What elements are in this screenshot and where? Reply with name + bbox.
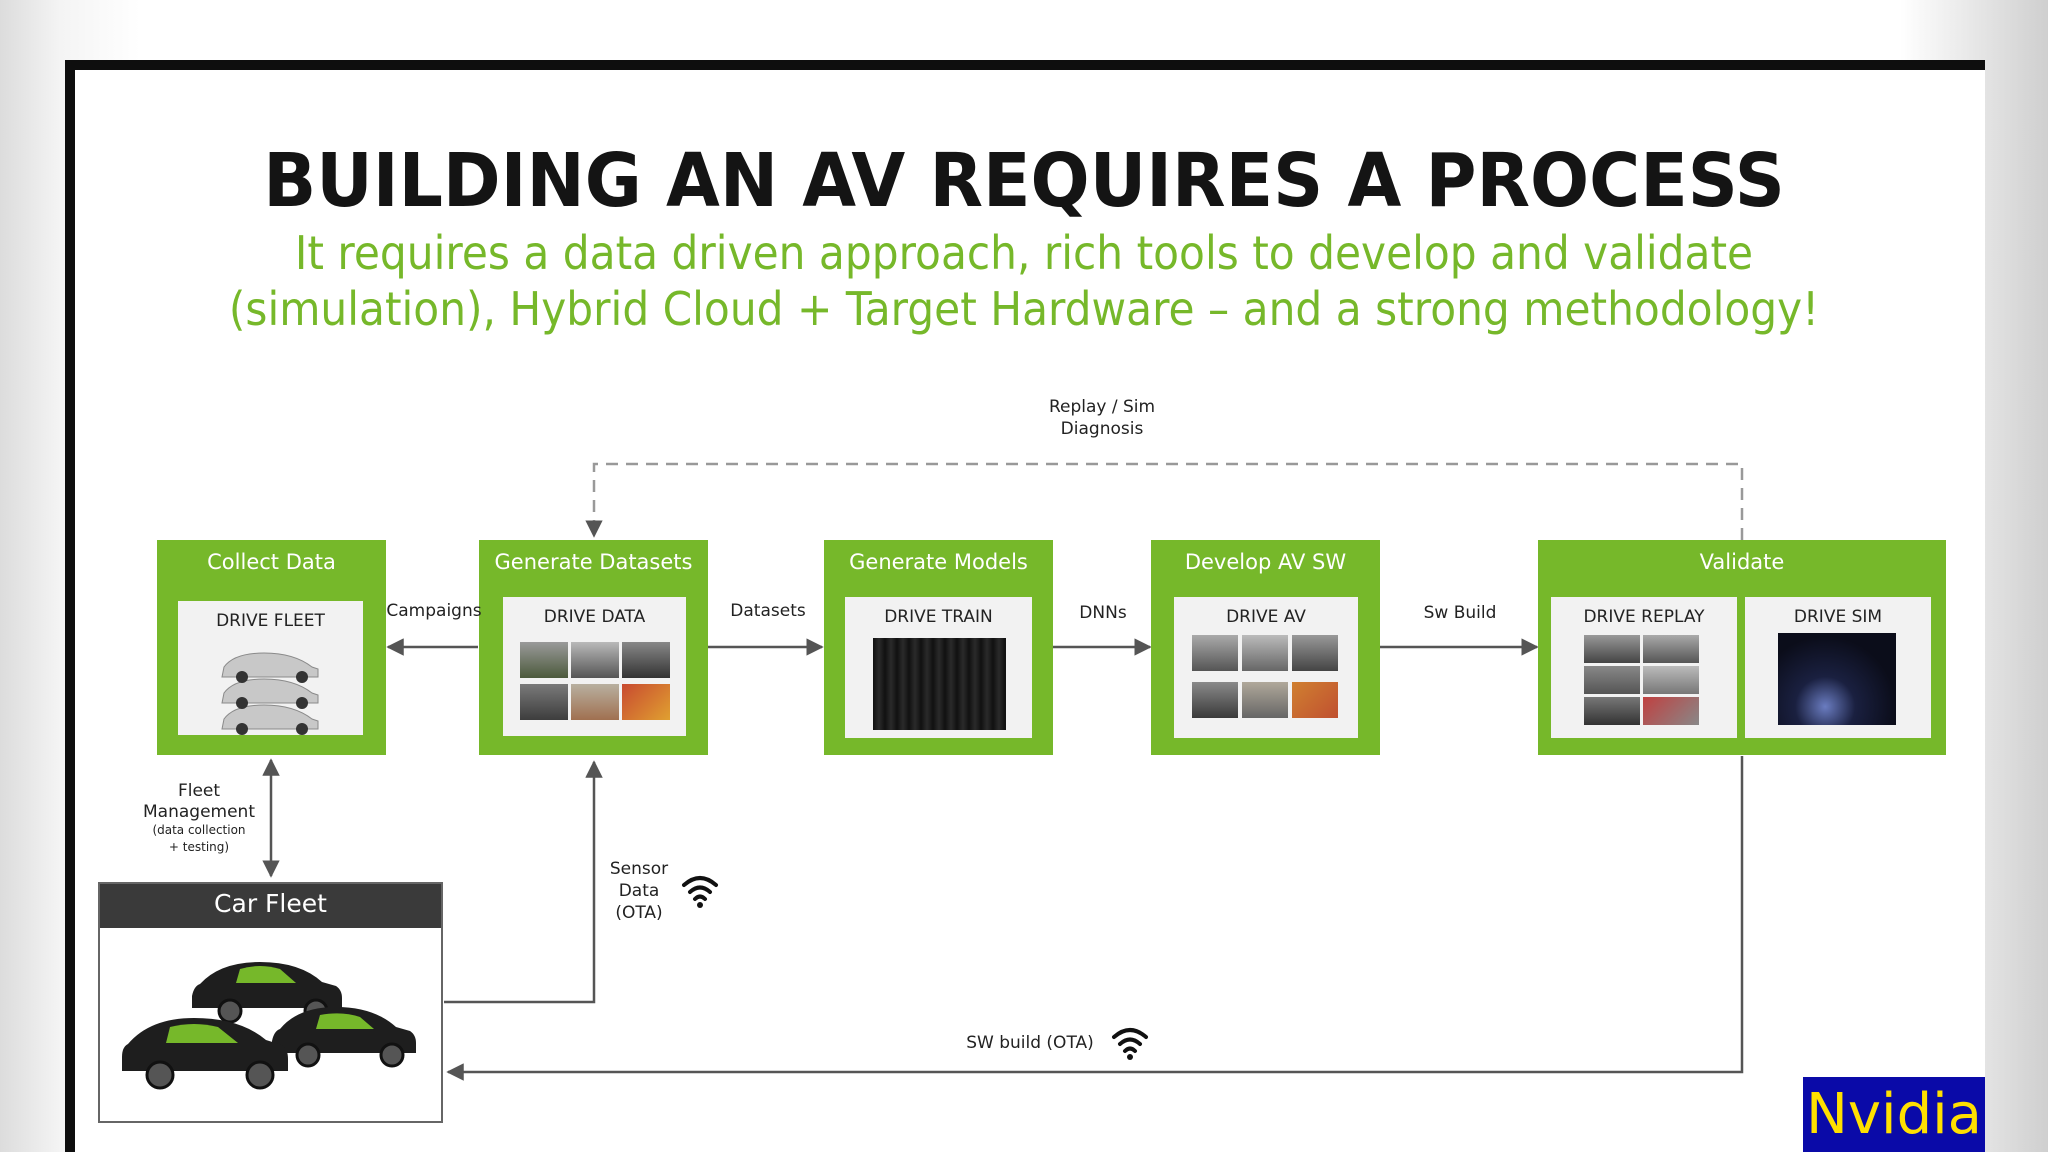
replay-sim-loop-connector: [585, 462, 1744, 540]
av-thumbnail: [1242, 635, 1288, 671]
panel-label: DRIVE TRAIN: [884, 607, 993, 627]
stage-develop-av-sw: Develop AV SW DRIVE AV: [1151, 540, 1380, 755]
dnns-label: DNNs: [1079, 603, 1127, 623]
car-icon: [122, 962, 416, 1090]
av-thumbnail: [1292, 682, 1338, 718]
car-fleet-title: Car Fleet: [100, 884, 441, 928]
slide-title: BUILDING AN AV REQUIRES A PROCESS: [263, 138, 1785, 224]
car-fleet-box: Car Fleet: [98, 882, 443, 1123]
replay-thumbnail: [1643, 697, 1699, 725]
panel-label: DRIVE REPLAY: [1583, 607, 1705, 627]
slide-subtitle-line-1: It requires a data driven approach, rich…: [294, 226, 1754, 280]
stage-title: Generate Datasets: [494, 550, 693, 574]
replay-thumbnail: [1643, 635, 1699, 663]
sw-build-ota-label: SW build (OTA): [966, 1033, 1094, 1053]
sw-build-ota-connector: [446, 756, 1744, 1081]
panel-drive-av: DRIVE AV: [1174, 597, 1358, 738]
replay-sim-label-line-1: Replay / Sim: [1048, 397, 1156, 417]
dataset-thumbnail: [571, 642, 619, 678]
panel-drive-sim: DRIVE SIM: [1745, 597, 1931, 738]
dataset-thumbnail: [520, 642, 568, 678]
nvidia-badge: Nvidia: [1803, 1077, 1985, 1152]
replay-sim-label-line-2: Diagnosis: [1060, 419, 1144, 439]
panel-drive-replay: DRIVE REPLAY: [1551, 597, 1737, 738]
sw-build-label: Sw Build: [1423, 603, 1497, 623]
stage-collect-data: Collect Data DRIVE FLEET: [157, 540, 386, 755]
slide-subtitle-line-2: (simulation), Hybrid Cloud + Target Hard…: [228, 282, 1820, 336]
dataset-thumbnail: [520, 684, 568, 720]
replay-thumbnail: [1584, 697, 1640, 725]
fleet-management-label-line-4: + testing): [168, 840, 230, 854]
replay-thumbnail: [1584, 635, 1640, 663]
sensor-data-label-line-3: (OTA): [615, 903, 663, 923]
panel-label: DRIVE AV: [1226, 607, 1306, 627]
panel-label: DRIVE DATA: [543, 607, 646, 627]
av-thumbnail: [1242, 682, 1288, 718]
panel-drive-data: DRIVE DATA: [503, 597, 686, 736]
dataset-thumbnail: [571, 684, 619, 720]
av-thumbnail: [1192, 635, 1238, 671]
av-thumbnail: [1292, 635, 1338, 671]
dataset-thumbnail: [622, 684, 670, 720]
panel-drive-train: DRIVE TRAIN: [845, 597, 1032, 738]
av-thumbnail: [1192, 682, 1238, 718]
panel-label: DRIVE FLEET: [216, 611, 325, 631]
car-icon: [221, 652, 319, 735]
dataset-thumbnail: [622, 642, 670, 678]
campaigns-label: Campaigns: [386, 601, 482, 621]
replay-thumbnail: [1584, 666, 1640, 694]
replay-thumbnail: [1643, 666, 1699, 694]
stage-validate: Validate DRIVE REPLAY DRIVE SIM: [1538, 540, 1946, 755]
stage-generate-datasets: Generate Datasets DRIVE DATA: [479, 540, 708, 755]
stage-title: Generate Models: [849, 550, 1028, 574]
fleet-management-label-line-3: (data collection: [152, 823, 246, 837]
sensor-data-label-line-1: Sensor: [609, 859, 669, 879]
sensor-data-label-line-2: Data: [618, 881, 660, 901]
stage-title: Validate: [1699, 550, 1785, 574]
sim-night-image: [1778, 633, 1896, 725]
stage-title: Develop AV SW: [1184, 550, 1347, 574]
server-rack-image: [873, 638, 1006, 730]
stage-generate-models: Generate Models DRIVE TRAIN: [824, 540, 1053, 755]
wifi-icon: [1112, 1028, 1148, 1060]
sensor-data-connector: [444, 760, 603, 1004]
wifi-icon: [682, 876, 718, 908]
fleet-management-label-line-2: Management: [143, 802, 255, 822]
datasets-label: Datasets: [730, 601, 806, 621]
panel-drive-fleet: DRIVE FLEET: [178, 601, 363, 735]
panel-label: DRIVE SIM: [1793, 607, 1883, 627]
fleet-management-label-line-1: Fleet: [177, 781, 221, 801]
stage-title: Collect Data: [207, 550, 336, 574]
